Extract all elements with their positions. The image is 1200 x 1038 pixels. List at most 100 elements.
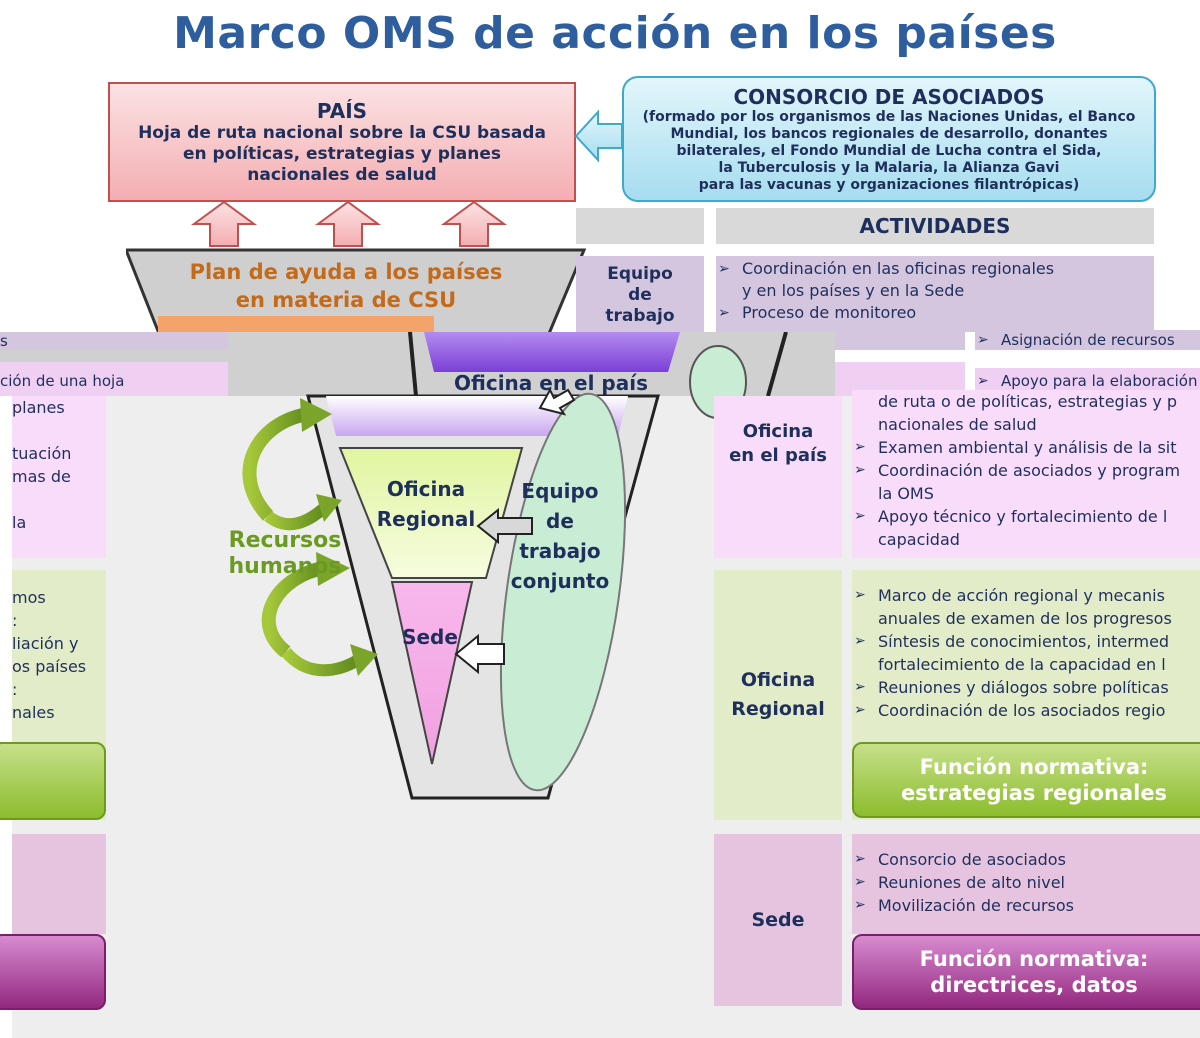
list-item: Reuniones de alto nivel: [852, 871, 1200, 894]
row-label-line: Oficina: [742, 421, 814, 442]
oficina-regional-line: Oficina: [386, 477, 466, 501]
row-label-line: Oficina: [740, 669, 816, 691]
row-label-line: Regional: [731, 698, 825, 720]
equipo-ellipse: [499, 392, 627, 792]
list-item: Reuniones y diálogos sobre políticas: [852, 676, 1200, 699]
row-label-line: en el país: [729, 445, 827, 466]
left-arrow-icon: [476, 507, 533, 545]
sede-shape: [390, 581, 474, 765]
left-green-bar: [0, 742, 106, 820]
oficina-pais-row-label: Oficina en el país: [714, 396, 842, 558]
list-item: [12, 419, 106, 442]
list-item: anuales de examen de los progresos: [878, 609, 1172, 628]
equipo-label-line: trabajo: [605, 305, 675, 326]
equipo-row-label: Equipo de trabajo: [576, 256, 704, 334]
oficina-regional-line: Regional: [376, 507, 476, 531]
bar-line: Función normativa:: [919, 947, 1149, 971]
funcion-normativa-sede-bar: Función normativa: directrices, datos: [852, 934, 1200, 1010]
list-item: la: [12, 513, 27, 532]
left-purple-bar: [0, 934, 106, 1010]
consorcio-line: (formado por los organismos de las Nacio…: [642, 108, 1136, 125]
header-blank-cell: [576, 208, 704, 244]
pais-line: nacionales de salud: [247, 164, 437, 185]
equipo-conjunto-label: Equipo de trabajo conjunto: [504, 476, 616, 596]
funcion-normativa-regional-bar: Función normativa: estrategias regionale…: [852, 742, 1200, 818]
pais-line: en políticas, estrategias y planes: [182, 143, 502, 164]
sede-label: Sede: [402, 625, 458, 649]
bar-line: estrategias regionales: [900, 781, 1168, 805]
list-item: :: [12, 611, 18, 630]
strip-left-top: s: [0, 332, 228, 350]
list-item: Examen ambiental y análisis de la sit: [852, 436, 1200, 459]
curved-arrow-icon: [242, 398, 342, 531]
list-item: Síntesis de conocimientos, intermed: [852, 630, 1200, 653]
oficina-pais-band: [424, 332, 680, 372]
equipo-conjunto-line: trabajo: [519, 539, 601, 563]
up-arrow-icon: [190, 200, 258, 247]
curved-arrow-icon: [261, 552, 378, 677]
left-arrow-icon: [574, 109, 623, 163]
oficina-regional-label: Oficina Regional: [360, 474, 492, 534]
funnel-edge: [408, 332, 418, 397]
list-item: nacionales de salud: [878, 415, 1037, 434]
diagonal-arrow-icon: [538, 387, 576, 416]
consorcio-box: CONSORCIO DE ASOCIADOS (formado por los …: [622, 76, 1156, 202]
pais-line: Hoja de ruta nacional sobre la CSU basad…: [138, 122, 546, 143]
page-title: Marco OMS de acción en los países: [173, 8, 1057, 59]
funnel-top-line: en materia de CSU: [235, 288, 457, 312]
consorcio-line: la Tuberculosis y la Malaria, la Alianza…: [718, 159, 1060, 176]
list-item: Asignación de recursos: [975, 330, 1200, 350]
consorcio-line: Mundial, los bancos regionales de desarr…: [670, 125, 1108, 142]
up-arrow-icon: [440, 200, 508, 247]
equipo-conjunto-line: conjunto: [510, 569, 610, 593]
recursos-line: Recursos: [228, 528, 342, 553]
actividades-header: ACTIVIDADES: [716, 208, 1154, 244]
list-item: nales: [12, 703, 55, 722]
consorcio-line: para las vacunas y organizaciones filant…: [698, 176, 1080, 193]
recursos-humanos-label: Recursos humanos: [220, 528, 350, 580]
list-item: fortalecimiento de la capacidad en l: [878, 655, 1166, 674]
list-item: Apoyo para la elaboración: [975, 368, 1200, 394]
up-arrows: [190, 200, 508, 247]
equipo-conjunto-line: de: [546, 509, 574, 533]
list-item: planes: [12, 398, 65, 417]
strip-left-mid: ción de una hoja: [0, 362, 228, 396]
oficina-regional-row-label: Oficina Regional: [714, 570, 842, 820]
list-item: os países: [12, 657, 87, 676]
list-item: mos: [12, 588, 46, 607]
funnel-top-label: Plan de ayuda a los países en materia de…: [186, 258, 506, 314]
list-item: Movilización de recursos: [852, 894, 1200, 917]
list-item: Apoyo técnico y fortalecimiento de l: [852, 505, 1200, 528]
list-item: tuación: [12, 444, 72, 463]
sede-row-label: Sede: [714, 834, 842, 1006]
left-card-mauve: [12, 834, 106, 934]
equipo-conjunto-line: Equipo: [521, 479, 599, 503]
list-item: mas de: [12, 467, 71, 486]
equipo-label-line: Equipo: [607, 263, 673, 284]
list-item: liación y: [12, 634, 79, 653]
list-item: [12, 488, 106, 511]
funnel-top-line: Plan de ayuda a los países: [189, 260, 503, 284]
oficina-pais-label: Oficina en el país: [454, 371, 648, 395]
consorcio-line: bilaterales, el Fondo Mundial de Lucha c…: [676, 142, 1102, 159]
list-item: :: [12, 680, 18, 699]
list-item: Consorcio de asociados: [852, 848, 1200, 871]
bar-line: Función normativa:: [919, 755, 1149, 779]
oficina-regional-shape: [338, 447, 524, 579]
funnel-edge: [766, 332, 788, 397]
bar-line: directrices, datos: [930, 973, 1138, 997]
list-item: Proceso de monitoreo: [716, 302, 1154, 324]
consorcio-heading: CONSORCIO DE ASOCIADOS: [733, 84, 1045, 109]
funnel-diagram: [242, 332, 788, 800]
left-card-pink: planes tuación mas de la: [12, 396, 106, 558]
up-arrow-icon: [314, 200, 382, 247]
pais-box: PAÍS Hoja de ruta nacional sobre la CSU …: [108, 82, 576, 202]
list-item: Marco de acción regional y mecanis: [852, 584, 1200, 607]
list-item: capacidad: [878, 530, 960, 549]
strip-right-cell: [835, 332, 965, 350]
row-label-line: Sede: [751, 909, 805, 931]
list-item: Coordinación de los asociados regio: [852, 699, 1200, 722]
left-arrow-icon: [454, 633, 505, 675]
list-item: y en los países y en la Sede: [742, 281, 965, 300]
